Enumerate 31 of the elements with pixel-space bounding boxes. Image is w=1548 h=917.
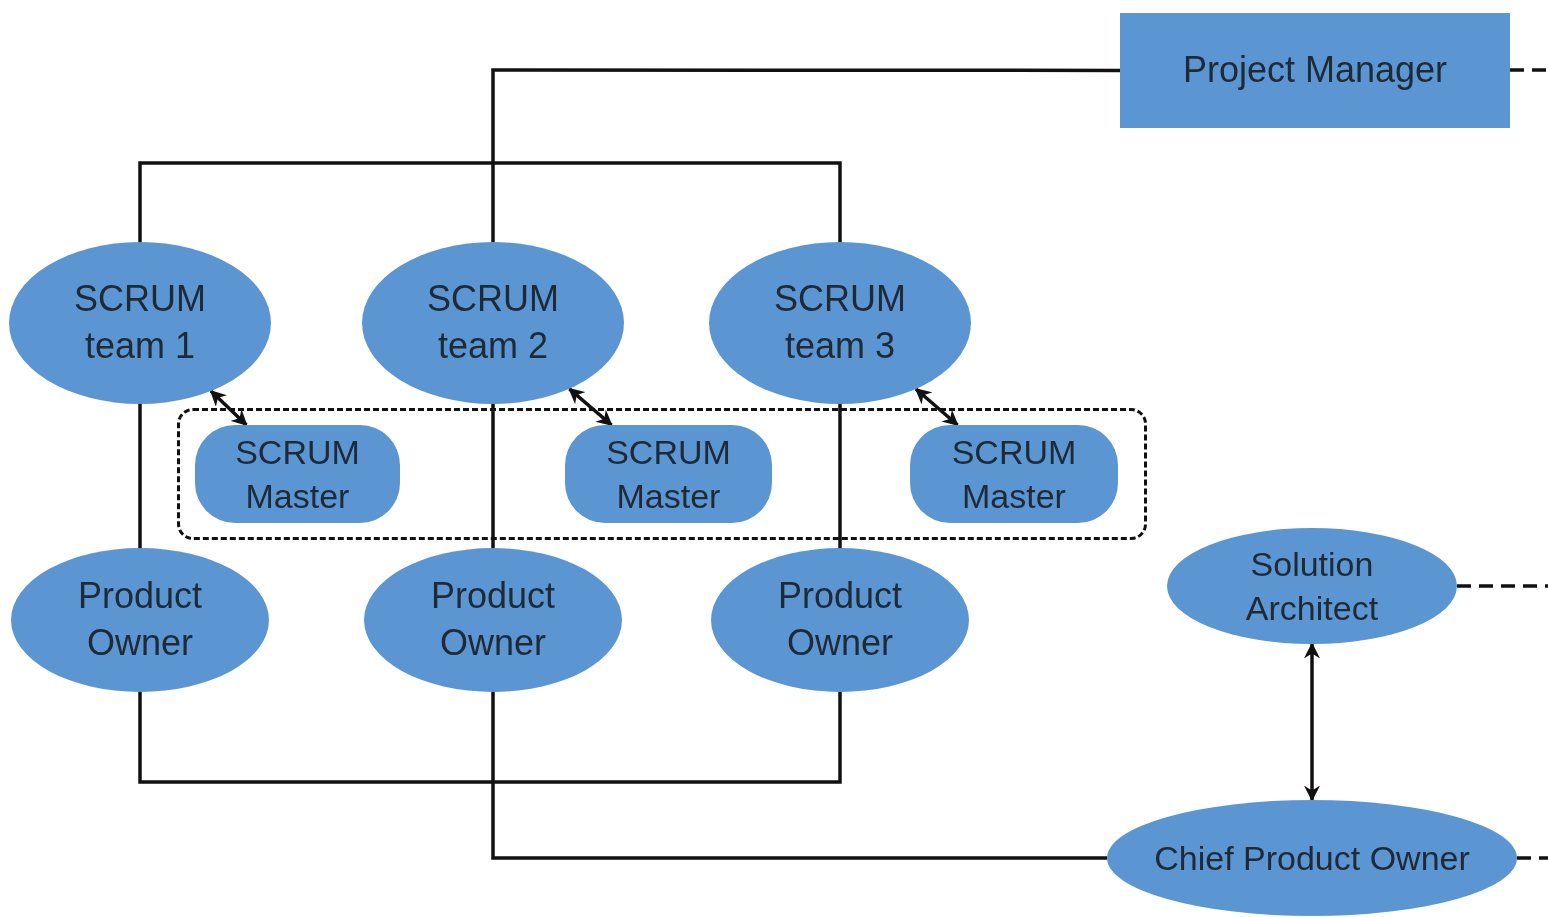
node-label: Product Owner	[76, 574, 204, 665]
connector-line	[491, 68, 1120, 242]
connector-line	[491, 404, 495, 548]
dashed-line	[1517, 856, 1548, 860]
node-label: Product Owner	[429, 574, 557, 665]
dashed-line	[1510, 68, 1548, 72]
node-label: SCRUM Master	[234, 431, 361, 517]
dashed-group-frame	[177, 408, 1147, 540]
double-arrow	[914, 387, 959, 427]
node-label: SCRUM Master	[950, 431, 1078, 517]
role-rounded-box	[565, 425, 772, 523]
node-label: SCRUM Master	[605, 431, 732, 517]
connector-line	[138, 161, 842, 242]
double-arrow	[1304, 642, 1320, 802]
role-box	[1120, 13, 1510, 128]
node-label: SCRUM team 3	[773, 277, 907, 368]
role-rounded-box	[910, 425, 1118, 523]
double-arrow	[568, 387, 613, 427]
double-arrow	[209, 389, 248, 427]
node-label: Solution Architect	[1244, 543, 1380, 629]
dashed-line	[1457, 584, 1548, 588]
connector-line	[491, 692, 1107, 860]
connector-line	[138, 404, 142, 548]
node-label: SCRUM team 2	[426, 277, 560, 368]
connector-line	[138, 692, 842, 784]
node-label: SCRUM team 1	[73, 277, 207, 368]
node-label: Project Manager	[1182, 48, 1448, 93]
connector-line	[838, 404, 842, 548]
role-rounded-box	[195, 425, 400, 523]
node-label: Chief Product Owner	[1154, 837, 1470, 879]
node-label: Product Owner	[776, 574, 904, 665]
